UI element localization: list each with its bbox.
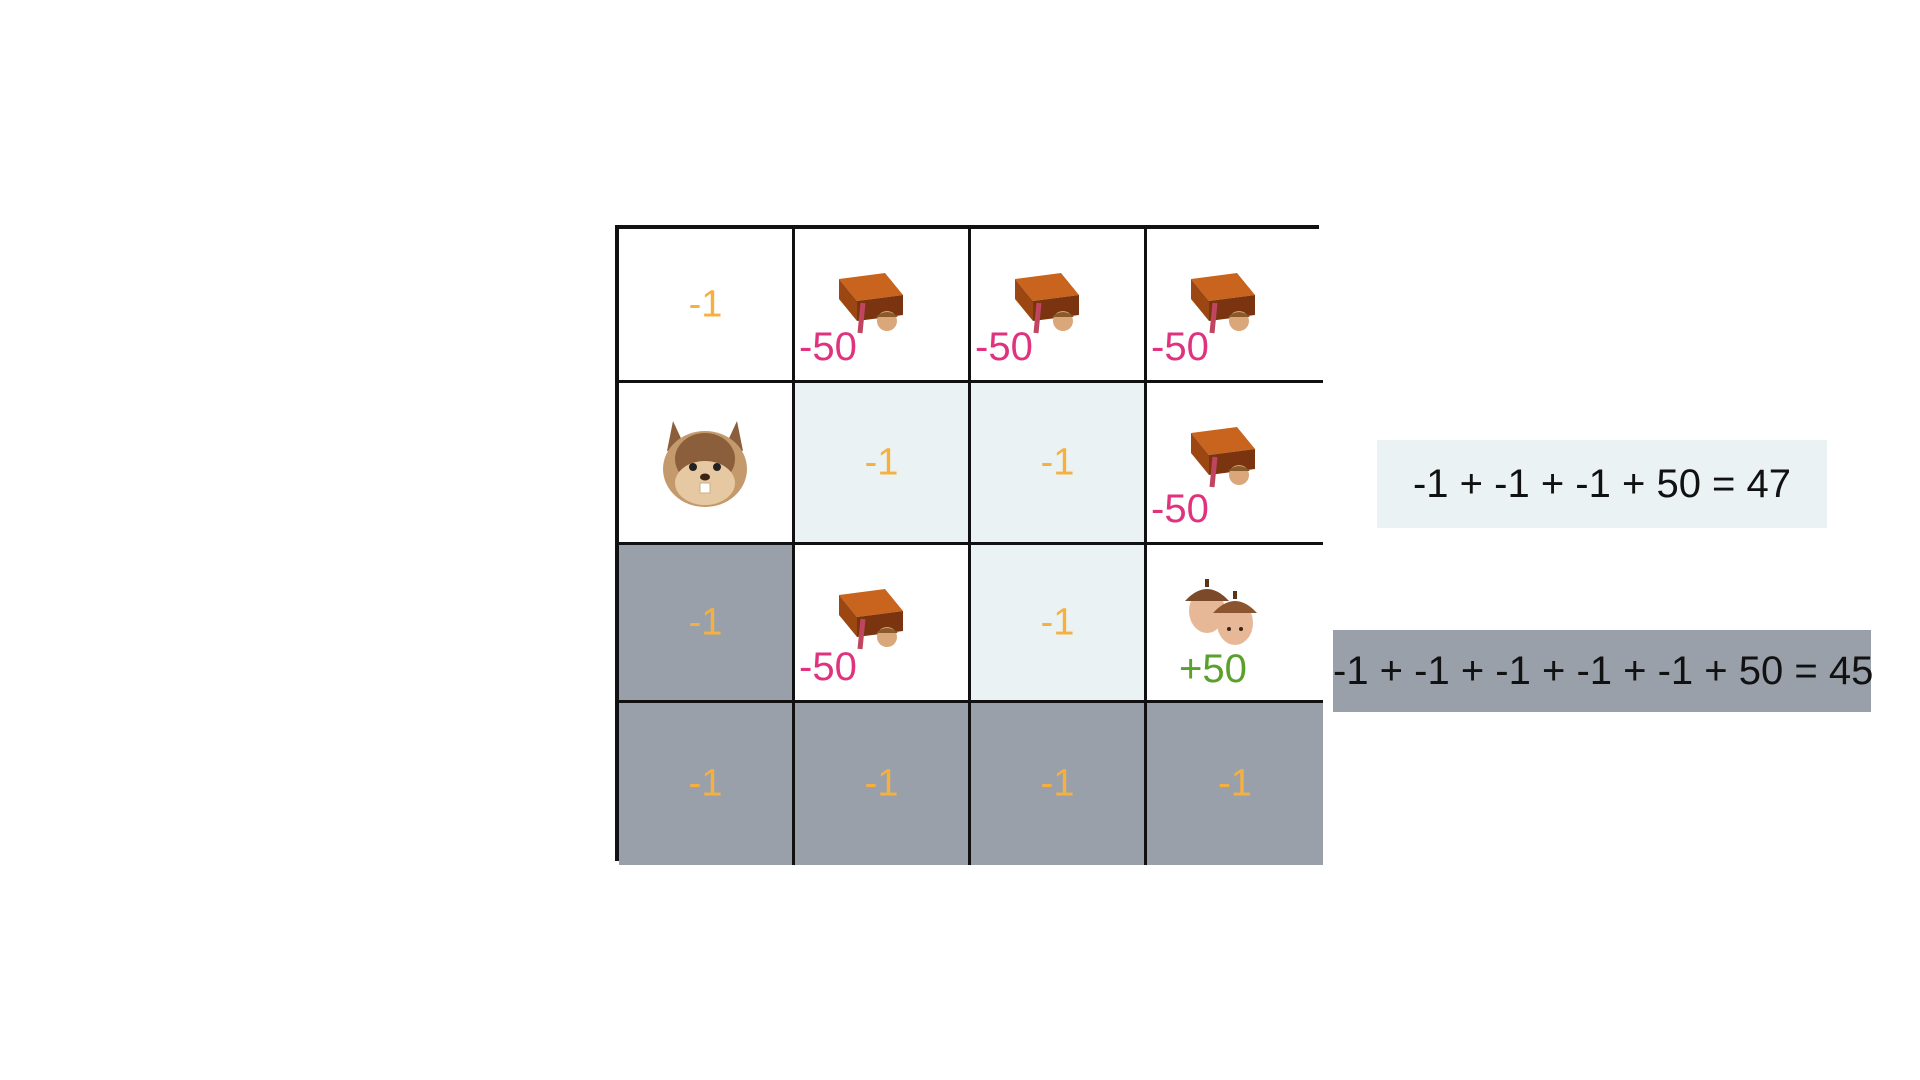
step-cost-label: -1: [688, 283, 723, 325]
grid-cell: +50: [1147, 545, 1323, 703]
grid-cell: -1: [619, 229, 795, 383]
grid-cell: -1: [619, 703, 795, 865]
trap-penalty-label: -50: [975, 325, 1033, 369]
grid-cell: -1: [619, 545, 795, 703]
step-cost-label: -1: [1040, 601, 1075, 643]
trap-penalty-label: -50: [1151, 487, 1209, 531]
step-cost-label: -1: [864, 762, 899, 805]
trap-penalty-label: -50: [1151, 325, 1209, 369]
grid-cell: -1: [971, 383, 1147, 545]
step-cost-label: -1: [864, 441, 899, 483]
grid-cell: -50: [971, 229, 1147, 383]
grid-cell: -50: [1147, 383, 1323, 545]
acorn-reward-label: +50: [1179, 647, 1247, 691]
step-cost-label: -1: [1040, 441, 1075, 483]
grid-cell: -50: [795, 545, 971, 703]
step-cost-label: -1: [688, 762, 723, 805]
step-cost-label: -1: [1040, 762, 1075, 805]
grid-cell: -1: [971, 703, 1147, 865]
trap-penalty-label: -50: [799, 325, 857, 369]
grid-cell: [619, 383, 795, 545]
grid-cell: -1: [1147, 703, 1323, 865]
long-path-equation: -1 + -1 + -1 + -1 + -1 + 50 = 45: [1333, 630, 1873, 712]
grid-cell: -1: [971, 545, 1147, 703]
grid-cell: -50: [1147, 229, 1323, 383]
short-path-equation: -1 + -1 + -1 + 50 = 47: [1377, 440, 1827, 528]
step-cost-label: -1: [688, 601, 723, 643]
grid-cell: -1: [795, 383, 971, 545]
trap-penalty-label: -50: [799, 645, 857, 689]
step-cost-label: -1: [1218, 762, 1252, 805]
grid-cell: -50: [795, 229, 971, 383]
grid-cell: -1: [795, 703, 971, 865]
gridworld: -1 -50 -50 -50: [615, 225, 1323, 865]
